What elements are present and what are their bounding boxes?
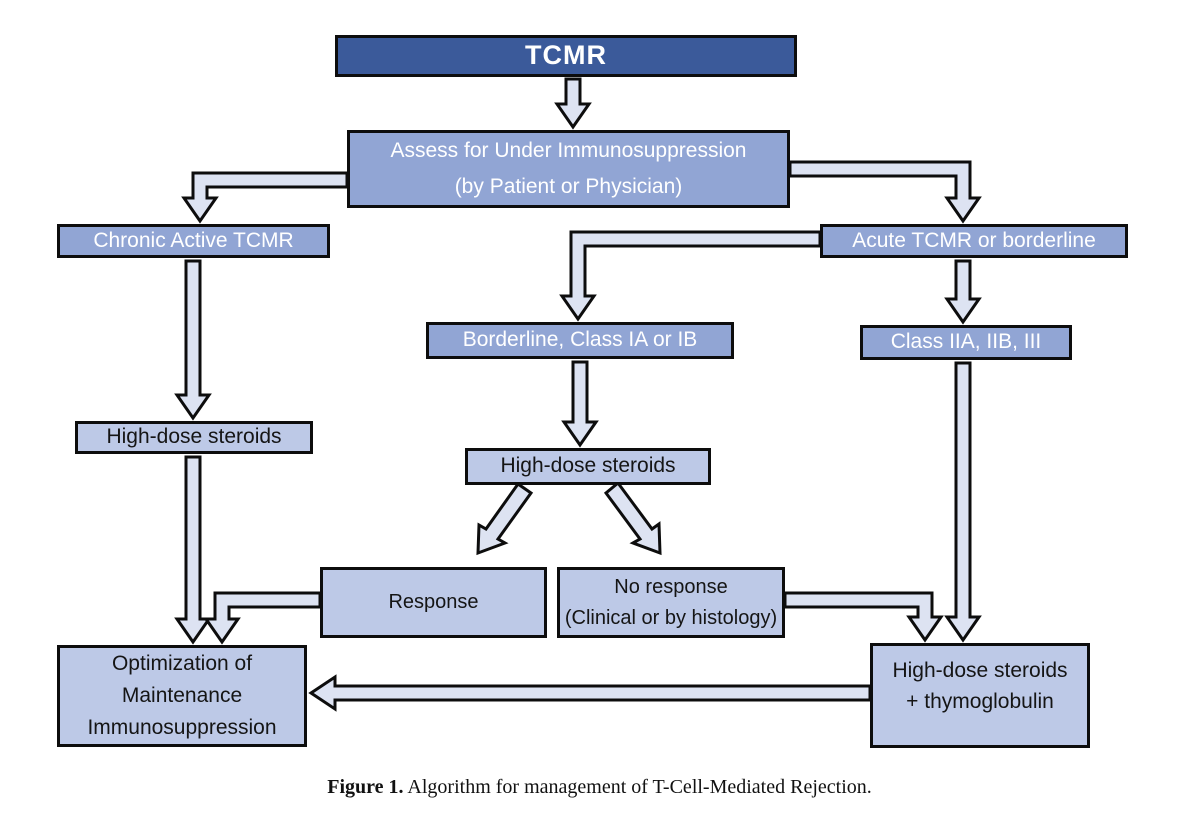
node-steroids-center-label: High-dose steroids <box>500 454 676 478</box>
node-response: Response <box>320 567 547 638</box>
node-optimization-maintenance-immunosuppression: Optimization of Maintenance Immunosuppre… <box>57 645 307 747</box>
node-noresponse-line1: No response <box>614 575 728 598</box>
figure-caption: Figure 1. Algorithm for management of T-… <box>0 776 1199 799</box>
node-chronic-active-tcmr: Chronic Active TCMR <box>57 224 330 258</box>
figure-caption-number: Figure 1. <box>327 776 404 798</box>
arrow-steroids-to-optimization <box>174 455 212 645</box>
node-borderline-label: Borderline, Class IA or IB <box>462 328 698 352</box>
node-no-response: No response (Clinical or by histology) <box>557 567 785 638</box>
node-thymo-line1: High-dose steroids <box>892 659 1068 682</box>
node-chronic-label: Chronic Active TCMR <box>93 228 294 252</box>
node-class-iia-iib-iii: Class IIA, IIB, III <box>860 325 1072 360</box>
arrow-steroids-to-noresponse <box>603 480 662 556</box>
node-optimize-line3: Immunosuppression <box>87 716 277 739</box>
arrow-class2-to-thymo <box>944 361 982 643</box>
node-class2-label: Class IIA, IIB, III <box>890 330 1042 354</box>
node-acute-tcmr-or-borderline: Acute TCMR or borderline <box>820 224 1128 258</box>
node-thymo-line2: + thymoglobulin <box>906 690 1054 713</box>
arrow-chronic-to-steroids <box>174 259 212 421</box>
arrow-acute-to-class2 <box>944 259 982 325</box>
node-borderline-class-ia-ib: Borderline, Class IA or IB <box>426 322 734 359</box>
arrow-thymo-to-optimization <box>308 674 872 712</box>
arrow-tcmr-to-assess <box>554 77 592 130</box>
node-optimize-line2: Maintenance <box>121 684 243 707</box>
node-high-dose-steroids-center: High-dose steroids <box>465 448 711 485</box>
node-acute-label: Acute TCMR or borderline <box>852 228 1096 252</box>
arrow-assess-to-acute <box>788 160 982 224</box>
arrow-steroids-to-response <box>476 481 534 556</box>
node-noresponse-line2: (Clinical or by histology) <box>564 606 778 629</box>
node-high-dose-steroids-left: High-dose steroids <box>75 421 313 454</box>
arrow-response-to-optimization <box>203 591 322 645</box>
node-high-dose-steroids-thymoglobulin: High-dose steroids + thymoglobulin <box>870 643 1090 748</box>
arrow-noresponse-to-thymo <box>783 591 944 643</box>
node-assess-line1: Assess for Under Immunosuppression <box>390 139 747 162</box>
node-assess-line2: (by Patient or Physician) <box>454 175 683 198</box>
figure-caption-text: Algorithm for management of T-Cell-Media… <box>403 776 872 798</box>
node-tcmr-label: TCMR <box>525 40 607 71</box>
node-steroids-left-label: High-dose steroids <box>106 425 282 449</box>
node-tcmr: TCMR <box>335 35 797 77</box>
node-response-label: Response <box>388 591 479 613</box>
node-optimize-line1: Optimization of <box>111 652 253 675</box>
arrow-borderline-to-steroids <box>561 360 599 448</box>
arrow-assess-to-chronic <box>181 171 349 224</box>
arrow-acute-to-borderline <box>559 230 822 322</box>
node-assess-under-immunosuppression: Assess for Under Immunosuppression (by P… <box>347 130 790 208</box>
